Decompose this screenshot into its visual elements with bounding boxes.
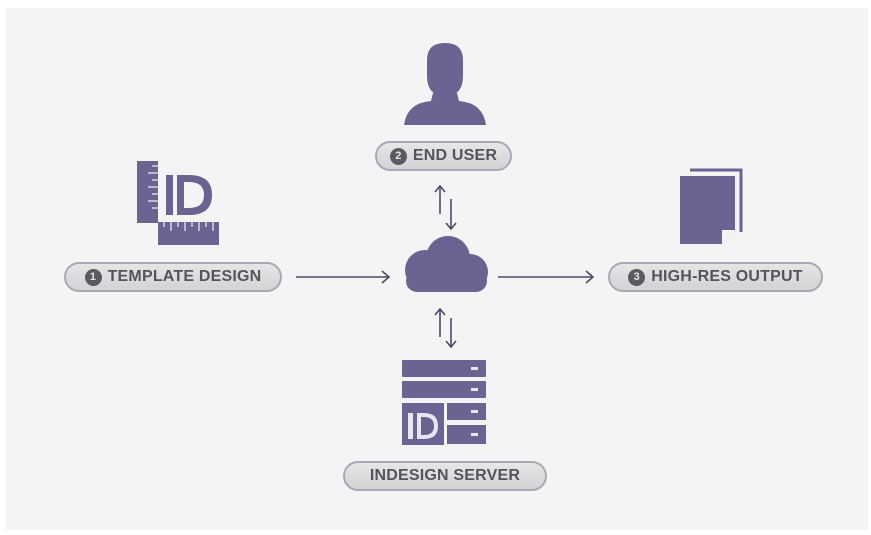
- indesign-server-label: INDESIGN SERVER: [343, 461, 547, 491]
- arrow-user-cloud: [434, 184, 457, 231]
- server-icon: [402, 360, 486, 445]
- arrow-cloud-to-output: [498, 270, 595, 284]
- high-res-output-text: HIGH-RES OUTPUT: [651, 268, 803, 285]
- end-user-text: END USER: [412, 147, 498, 164]
- high-res-output-label: 3 HIGH-RES OUTPUT: [608, 262, 823, 292]
- arrow-template-to-cloud: [296, 270, 391, 284]
- arrow-cloud-server: [434, 307, 457, 349]
- step-number-2: 2: [389, 147, 407, 165]
- user-icon: [404, 43, 486, 125]
- cloud-icon: [405, 236, 488, 292]
- step-number-3: 3: [628, 268, 646, 286]
- documents-icon: [680, 168, 743, 244]
- template-design-text: TEMPLATE DESIGN: [107, 268, 262, 285]
- indesign-server-text: INDESIGN SERVER: [369, 467, 521, 484]
- indesign-ruler-icon: [137, 161, 219, 245]
- step-number-1: 1: [84, 268, 102, 286]
- template-design-label: 1 TEMPLATE DESIGN: [64, 262, 282, 292]
- end-user-label: 2 END USER: [375, 141, 512, 171]
